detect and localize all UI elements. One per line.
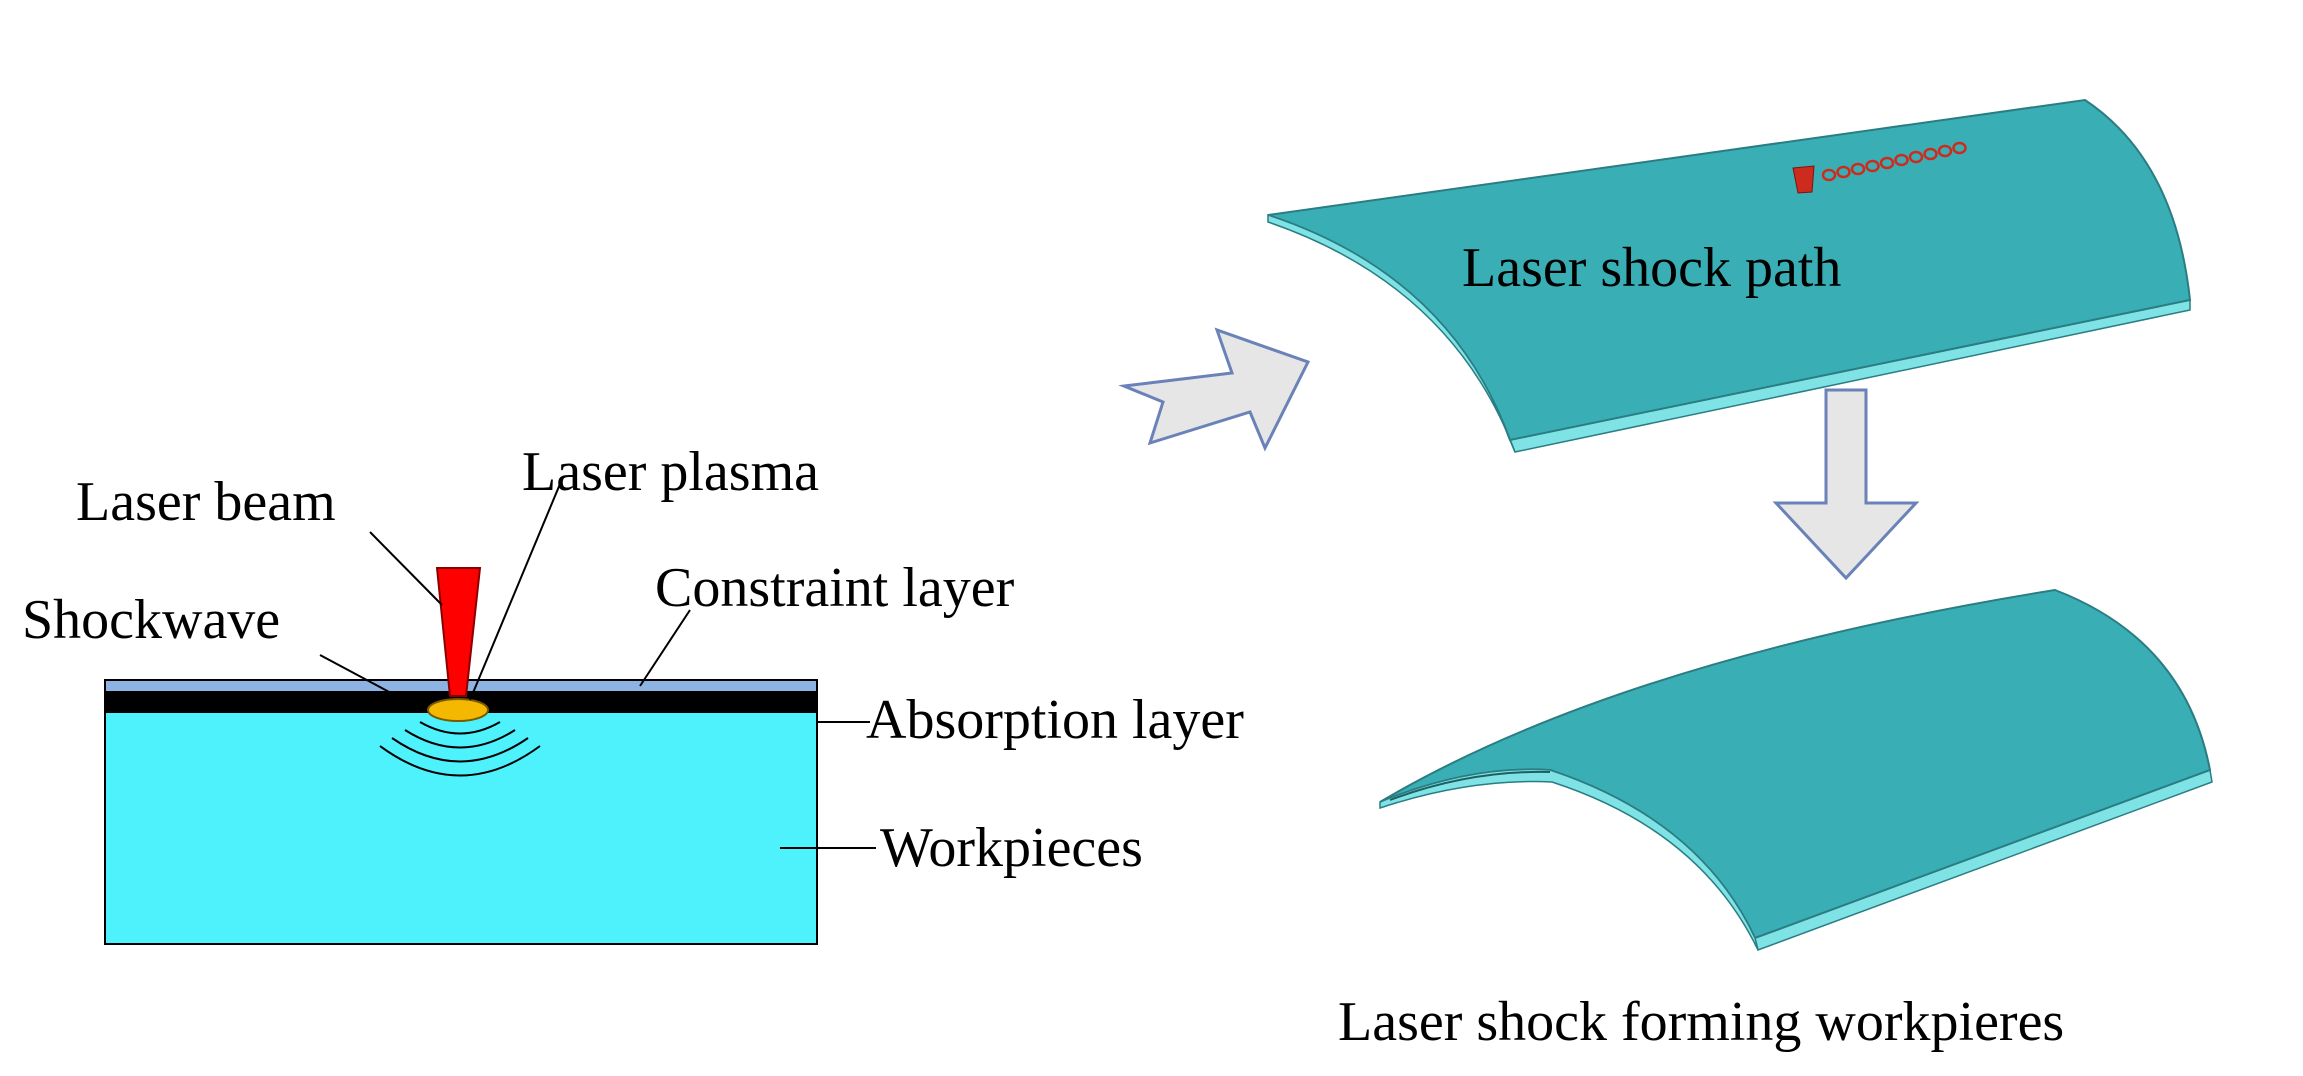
- shock-spot: [1937, 144, 1953, 158]
- shock-spot: [1908, 150, 1924, 164]
- shock-marker: [1792, 165, 1815, 194]
- shock-spot: [1836, 165, 1851, 179]
- cross-section-schematic: [104, 483, 876, 945]
- formed-workpiece-sheet: [1379, 588, 2213, 951]
- label-shockwave: Shockwave: [22, 589, 280, 651]
- down-arrow-shape: [1772, 388, 1920, 581]
- label-absorption-layer: Absorption layer: [866, 689, 1244, 751]
- shock-spot: [1821, 168, 1837, 182]
- label-workpieces: Workpieces: [880, 817, 1143, 879]
- shock-spot: [1923, 147, 1938, 161]
- label-forming-result: Laser shock forming workpieres: [1338, 991, 2064, 1053]
- leader-lines: [319, 483, 876, 849]
- workpiece-block: [104, 711, 818, 945]
- laser-beam-shape: [435, 567, 482, 697]
- shock-spot: [1894, 153, 1909, 167]
- laser-plasma-spot: [427, 698, 489, 722]
- shock-path-spots: [1821, 141, 1967, 182]
- label-laser-beam: Laser beam: [76, 471, 336, 533]
- laser-shock-path-sheet: [1267, 98, 2192, 453]
- shock-spot: [1865, 159, 1880, 173]
- right-arrow-shape: [1118, 327, 1311, 452]
- shockwave-arcs: [379, 721, 541, 777]
- shock-spot: [1952, 141, 1967, 155]
- label-laser-plasma: Laser plasma: [522, 441, 819, 503]
- label-laser-shock-path: Laser shock path: [1462, 237, 1841, 299]
- shock-spot: [1850, 162, 1866, 176]
- label-constraint-layer: Constraint layer: [655, 557, 1015, 619]
- shock-spot: [1879, 156, 1895, 170]
